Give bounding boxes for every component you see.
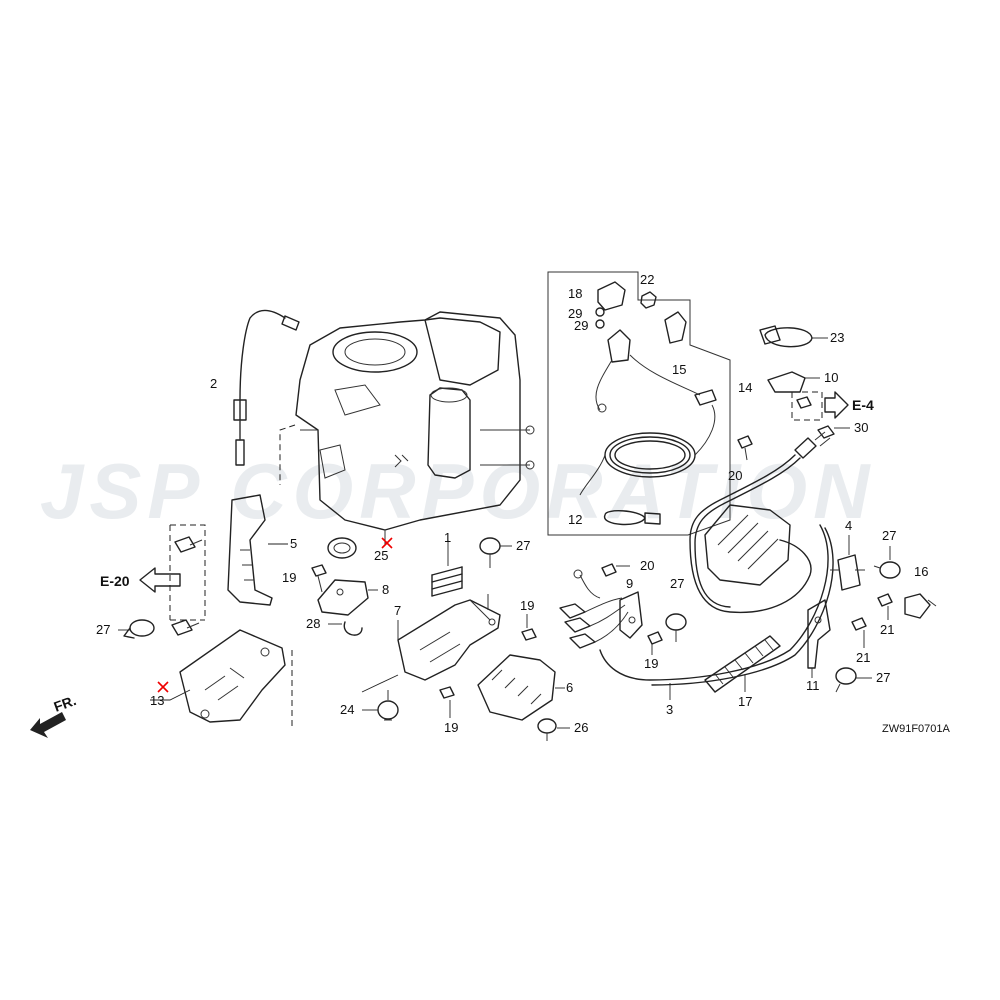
part-25-clamp [327,537,393,559]
callout-3: 3 [666,702,673,717]
callout-19d: 19 [644,656,658,671]
callout-16: 16 [914,564,928,579]
part-10-clip [767,371,820,393]
dashed-frame-left [169,524,206,621]
part-27-clip-left [118,619,155,639]
part-12-band [604,510,661,526]
part-8-bracket [317,579,378,616]
watermark-text: JSP CORPORATION [40,447,875,535]
part-27-clip-top [479,537,512,568]
part-13-bracket [150,629,286,723]
callout-15: 15 [672,362,686,377]
harness-frame [547,271,731,536]
callout-7: 7 [394,603,401,618]
callout-20b: 20 [728,468,742,483]
part-28-clip [328,621,363,636]
callout-29a: 29 [568,306,582,321]
callout-8: 8 [382,582,389,597]
callout-17: 17 [738,694,752,709]
part-24-clip [362,690,399,721]
regulator-unit [704,504,791,586]
callout-11: 11 [806,678,820,693]
part-e4-bolt [796,396,812,409]
callout-12: 12 [568,512,582,527]
callout-6: 6 [566,680,573,695]
cross-ref-e20: E-20 [100,573,130,589]
part-16-connector [904,593,937,619]
part-9-bracket [619,591,643,639]
callout-5: 5 [290,536,297,551]
callout-25: 25 [374,548,388,563]
part-4-bracket [830,535,865,591]
part-29-washers [595,307,605,329]
part-27-clip-right-lower [835,667,872,693]
callout-27e: 27 [876,670,890,685]
part-1-spring [431,540,463,597]
engine-block [295,311,535,545]
arrow-e4 [824,391,849,419]
part-6-rectifier [477,654,565,721]
callout-4: 4 [845,518,852,533]
callout-27c: 27 [670,576,684,591]
part-21-bolt-b [851,617,867,648]
part-14-harness [579,329,717,496]
callout-26: 26 [574,720,588,735]
callout-30: 30 [854,420,868,435]
part-23-band [759,325,828,348]
callout-14: 14 [738,380,752,395]
dashed-box-e4 [791,391,823,421]
dashed-line-block [279,424,296,730]
callout-22: 22 [640,272,654,287]
part-19-bolt-b [521,614,537,641]
callout-18: 18 [568,286,582,301]
callout-21a: 21 [880,622,894,637]
part-20-bolt-b [601,563,630,577]
part-11-bracket [807,599,831,678]
part-27-clip-right-upper [873,546,901,579]
part-2-cable [233,309,300,466]
part-21-bolt-a [877,593,893,620]
arrow-e20 [139,567,181,593]
part-27-clip-mid [665,613,687,642]
callout-2: 2 [210,376,217,391]
callout-20a: 20 [640,558,654,573]
part-20-bolt-a [737,435,753,461]
callout-27d: 27 [882,528,896,543]
part-7-bracket [361,594,501,693]
callout-10: 10 [824,370,838,385]
bolt-left-upper [174,536,203,553]
front-label: FR. [52,692,79,715]
part-26-grommet [537,718,570,741]
bolt-left-lower [171,619,200,636]
callout-23: 23 [830,330,844,345]
part-19-bolt-c [439,686,455,718]
callout-19a: 19 [282,570,296,585]
part-30-fitting [817,425,850,439]
part-19-bolt-a [311,564,327,593]
callout-13: 13 [150,693,164,708]
callout-24: 24 [340,702,354,717]
callout-19c: 19 [444,720,458,735]
callout-29b: 29 [574,318,588,333]
cross-ref-e4: E-4 [852,397,874,413]
part-19-bolt-d [647,631,663,655]
callout-9: 9 [626,576,633,591]
part-17-sleeve [704,635,781,693]
part-15-terminal [664,311,687,344]
callout-27a: 27 [96,622,110,637]
part-22-nut [640,291,657,309]
callout-28: 28 [306,616,320,631]
diagram-code: ZW91F0701A [882,723,951,735]
callout-27b: 27 [516,538,530,553]
callout-1: 1 [444,530,451,545]
part-18-cap [597,281,626,311]
part-5-bracket [227,494,288,606]
callout-21b: 21 [856,650,870,665]
spark-connectors [559,569,629,649]
callout-19b: 19 [520,598,534,613]
front-arrow [30,712,66,738]
